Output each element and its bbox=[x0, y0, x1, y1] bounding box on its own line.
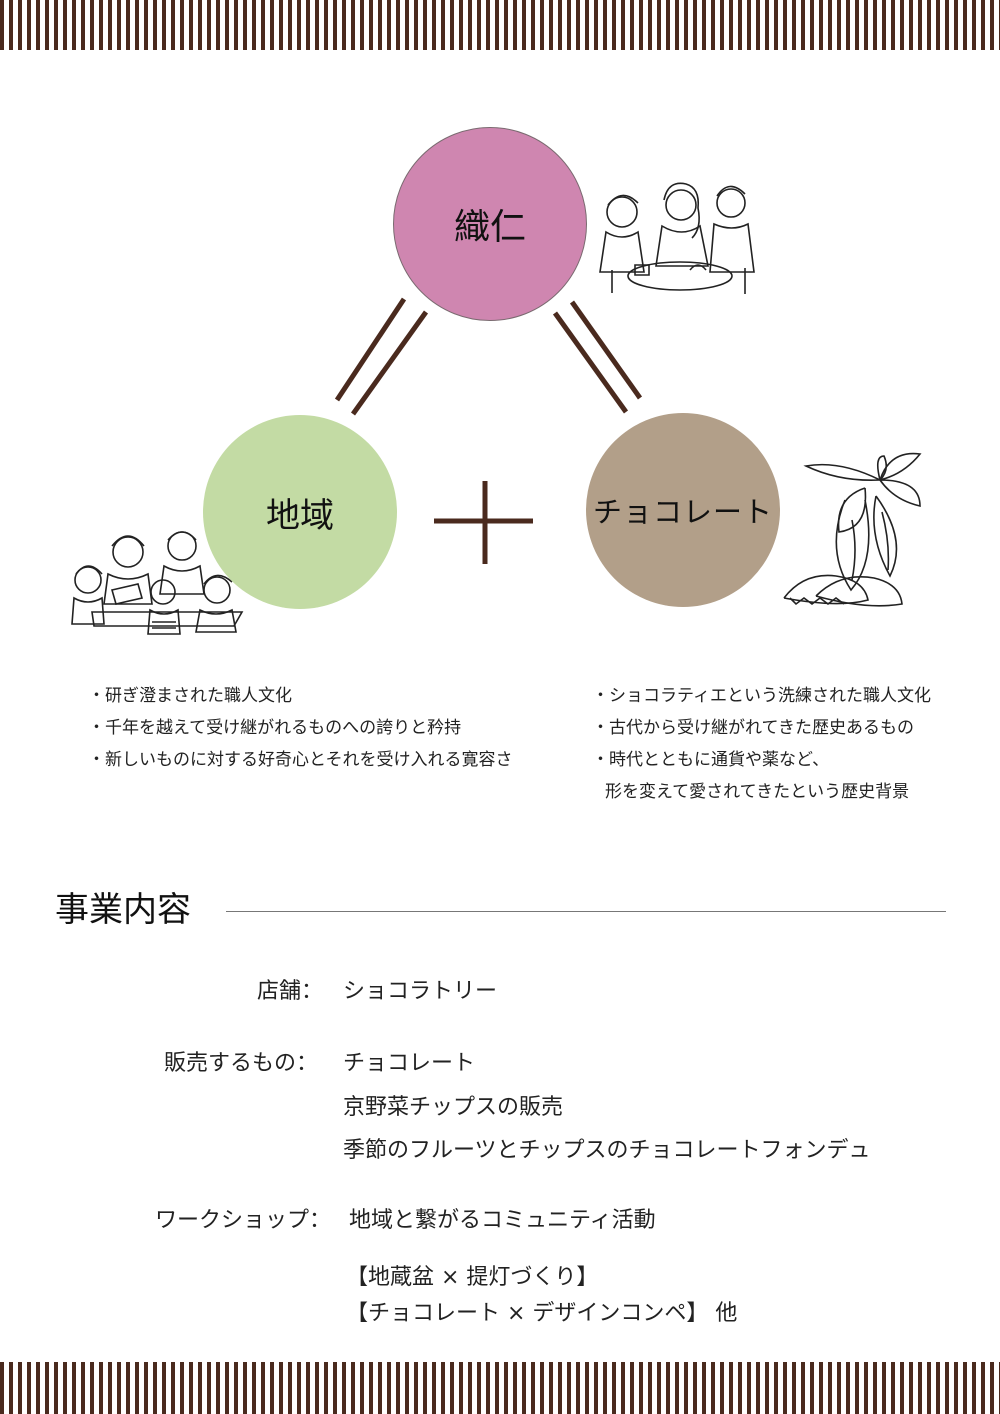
oni-node: 織仁 bbox=[393, 127, 587, 321]
workshop-value: 地域と繋がるコミュニティ活動 bbox=[349, 1208, 656, 1233]
sales-item: チョコレート bbox=[343, 1051, 476, 1076]
workshop-label: ワークショップ： bbox=[155, 1208, 332, 1233]
cacao-illustration bbox=[783, 452, 922, 607]
workshop-item: 【地蔵盆 × 提灯づくり】 bbox=[346, 1265, 599, 1290]
cafe-people-illustration bbox=[599, 182, 755, 294]
list-item: 形を変えて愛されてきたという歴史背景 bbox=[605, 782, 910, 802]
section-divider bbox=[226, 911, 946, 912]
chocolate-label: チョコレート bbox=[592, 495, 773, 529]
section-title: 事業内容 bbox=[55, 890, 191, 930]
sales-item: 京野菜チップスの販売 bbox=[343, 1095, 564, 1120]
list-item: ・時代とともに通貨や薬など、 bbox=[592, 750, 830, 770]
sales-label: 販売するもの： bbox=[164, 1051, 319, 1076]
store-label: 店舗： bbox=[257, 979, 324, 1004]
list-item: ・千年を越えて受け継がれるものへの誇りと矜持 bbox=[88, 718, 462, 738]
list-item: ・新しいものに対する好奇心とそれを受け入れる寛容さ bbox=[88, 750, 513, 770]
community-illustration bbox=[71, 531, 244, 635]
chocolate-node: チョコレート bbox=[586, 413, 780, 607]
store-value: ショコラトリー bbox=[343, 979, 498, 1004]
sales-item: 季節のフルーツとチップスのチョコレートフォンデュ bbox=[343, 1138, 871, 1163]
list-item: ・ショコラティエという洗練された職人文化 bbox=[592, 686, 931, 706]
plus-icon bbox=[434, 481, 533, 564]
chiiki-node: 地域 bbox=[203, 415, 397, 609]
workshop-item: 【チョコレート × デザインコンペ】 他 bbox=[346, 1301, 738, 1326]
chiiki-label: 地域 bbox=[266, 495, 334, 536]
community-traits-list: ・研ぎ澄まされた職人文化 ・千年を越えて受け継がれるものへの誇りと矜持 ・新しい… bbox=[88, 680, 513, 776]
list-item: ・研ぎ澄まされた職人文化 bbox=[88, 686, 292, 706]
right-connector bbox=[552, 300, 643, 414]
oni-label: 織仁 bbox=[453, 207, 526, 248]
left-connector bbox=[334, 297, 429, 416]
chocolate-traits-list: ・ショコラティエという洗練された職人文化 ・古代から受け継がれてきた歴史あるもの… bbox=[592, 680, 931, 808]
top-stripe-border bbox=[0, 0, 1000, 50]
list-item: ・古代から受け継がれてきた歴史あるもの bbox=[592, 718, 914, 738]
bottom-stripe-border bbox=[0, 1362, 1000, 1414]
